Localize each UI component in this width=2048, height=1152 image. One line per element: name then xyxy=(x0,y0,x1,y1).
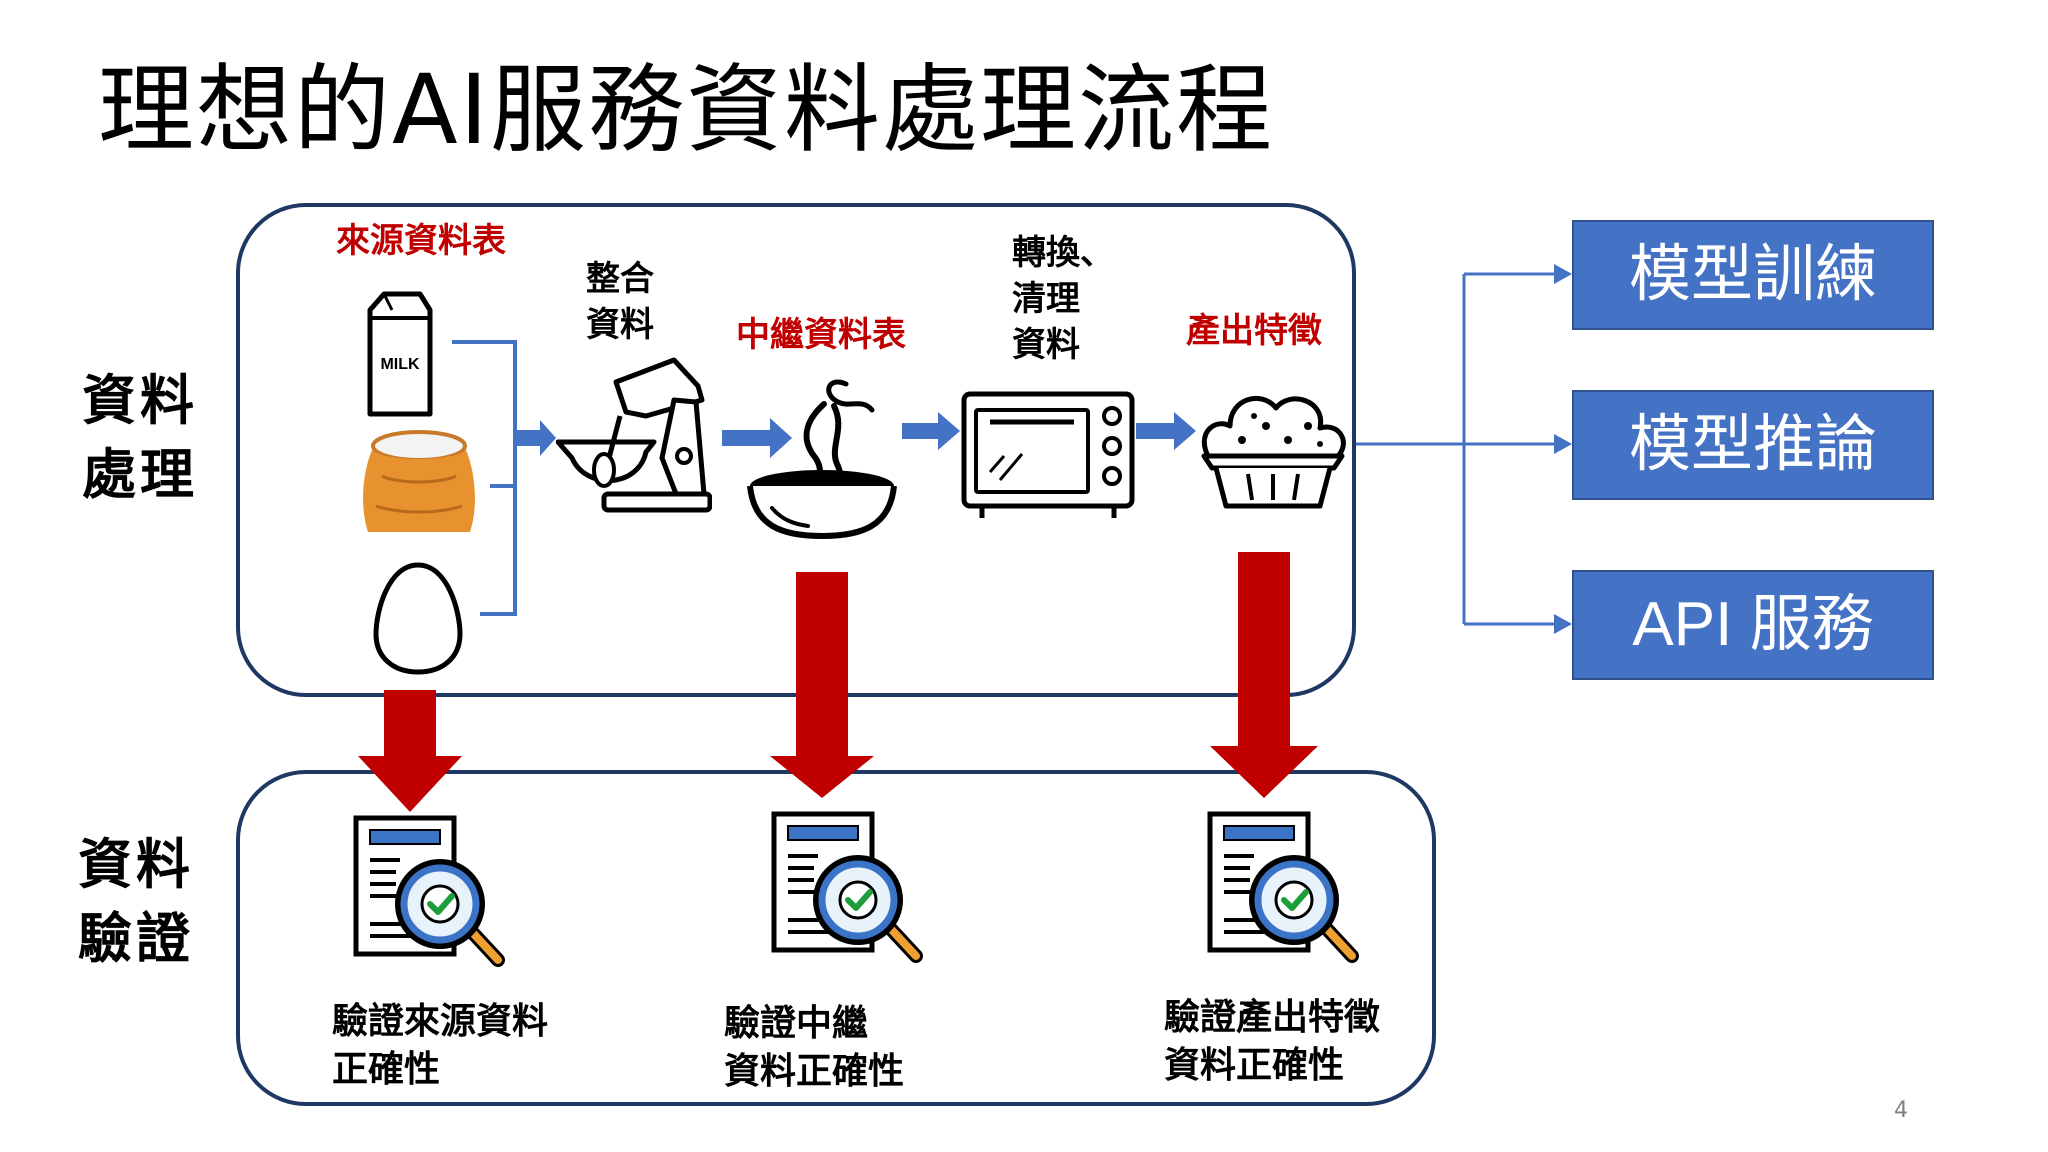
input-merge-connector xyxy=(452,340,517,616)
red-arrow-features xyxy=(1210,552,1318,798)
model-inference-box: 模型推論 xyxy=(1572,390,1934,500)
validate-features-label: 驗證產出特徵 資料正確性 xyxy=(1164,994,1380,1090)
processing-label-line-2: 處理 xyxy=(82,443,198,506)
validate-source-line-2: 正確性 xyxy=(332,1049,441,1090)
page-number: 4 xyxy=(1894,1098,1908,1123)
validate-features-line-2: 資料正確性 xyxy=(1164,1045,1345,1086)
red-arrow-intermediate xyxy=(770,572,874,798)
validate-source-line-1: 驗證來源資料 xyxy=(332,1001,549,1042)
integrate-line-1: 整合 xyxy=(586,259,654,299)
milk-text: MILK xyxy=(380,356,420,373)
validate-intermediate-line-1: 驗證中繼 xyxy=(724,1003,869,1044)
arrow-to-training xyxy=(1554,264,1572,284)
page-title: 理想的AI服務資料處理流程 xyxy=(98,54,1274,166)
model-training-box: 模型訓練 xyxy=(1572,220,1934,330)
output-features-label: 產出特徵 xyxy=(1186,311,1322,351)
source-tables-label: 來源資料表 xyxy=(336,221,506,261)
validation-label-line-1: 資料 xyxy=(78,833,194,896)
processing-side-label: 資料 處理 xyxy=(82,364,198,512)
stand-mixer-icon xyxy=(556,357,712,513)
transform-clean-label: 轉換、 清理 資料 xyxy=(1012,230,1114,368)
mixing-bowl-icon xyxy=(747,379,897,540)
output-branch-connector xyxy=(1356,272,1558,626)
arrow-bowl-to-oven xyxy=(902,412,960,450)
arrow-to-mixer xyxy=(515,420,556,456)
integrate-data-label: 整合 資料 xyxy=(586,256,654,348)
document-magnifier-check-icon xyxy=(353,815,505,967)
document-magnifier-check-icon xyxy=(1207,811,1359,963)
transform-line-3: 資料 xyxy=(1012,325,1080,365)
arrow-to-inference xyxy=(1554,434,1572,454)
arrow-mixer-to-bowl xyxy=(722,418,792,458)
oven-icon xyxy=(961,391,1135,518)
validate-source-label: 驗證來源資料 正確性 xyxy=(332,998,548,1094)
validation-label-line-2: 驗證 xyxy=(78,907,194,970)
validate-features-line-1: 驗證產出特徵 xyxy=(1164,997,1381,1038)
intermediate-tables-label: 中繼資料表 xyxy=(736,315,906,355)
document-magnifier-check-icon xyxy=(771,811,923,963)
milk-carton-icon: MILK xyxy=(367,291,433,417)
muffin-icon xyxy=(1201,395,1346,509)
processing-label-line-1: 資料 xyxy=(82,369,198,432)
validate-intermediate-label: 驗證中繼 資料正確性 xyxy=(724,1000,904,1096)
arrow-oven-to-muffin xyxy=(1136,412,1196,450)
api-service-box: API 服務 xyxy=(1572,570,1934,680)
arrow-to-api xyxy=(1554,614,1572,634)
validation-side-label: 資料 驗證 xyxy=(78,828,194,976)
transform-line-1: 轉換、 xyxy=(1012,233,1114,273)
transform-line-2: 清理 xyxy=(1012,279,1080,319)
egg-icon xyxy=(373,562,463,675)
flour-sack-icon xyxy=(363,430,475,532)
integrate-line-2: 資料 xyxy=(586,305,654,345)
red-arrow-source xyxy=(358,690,462,812)
validate-intermediate-line-2: 資料正確性 xyxy=(724,1051,905,1092)
